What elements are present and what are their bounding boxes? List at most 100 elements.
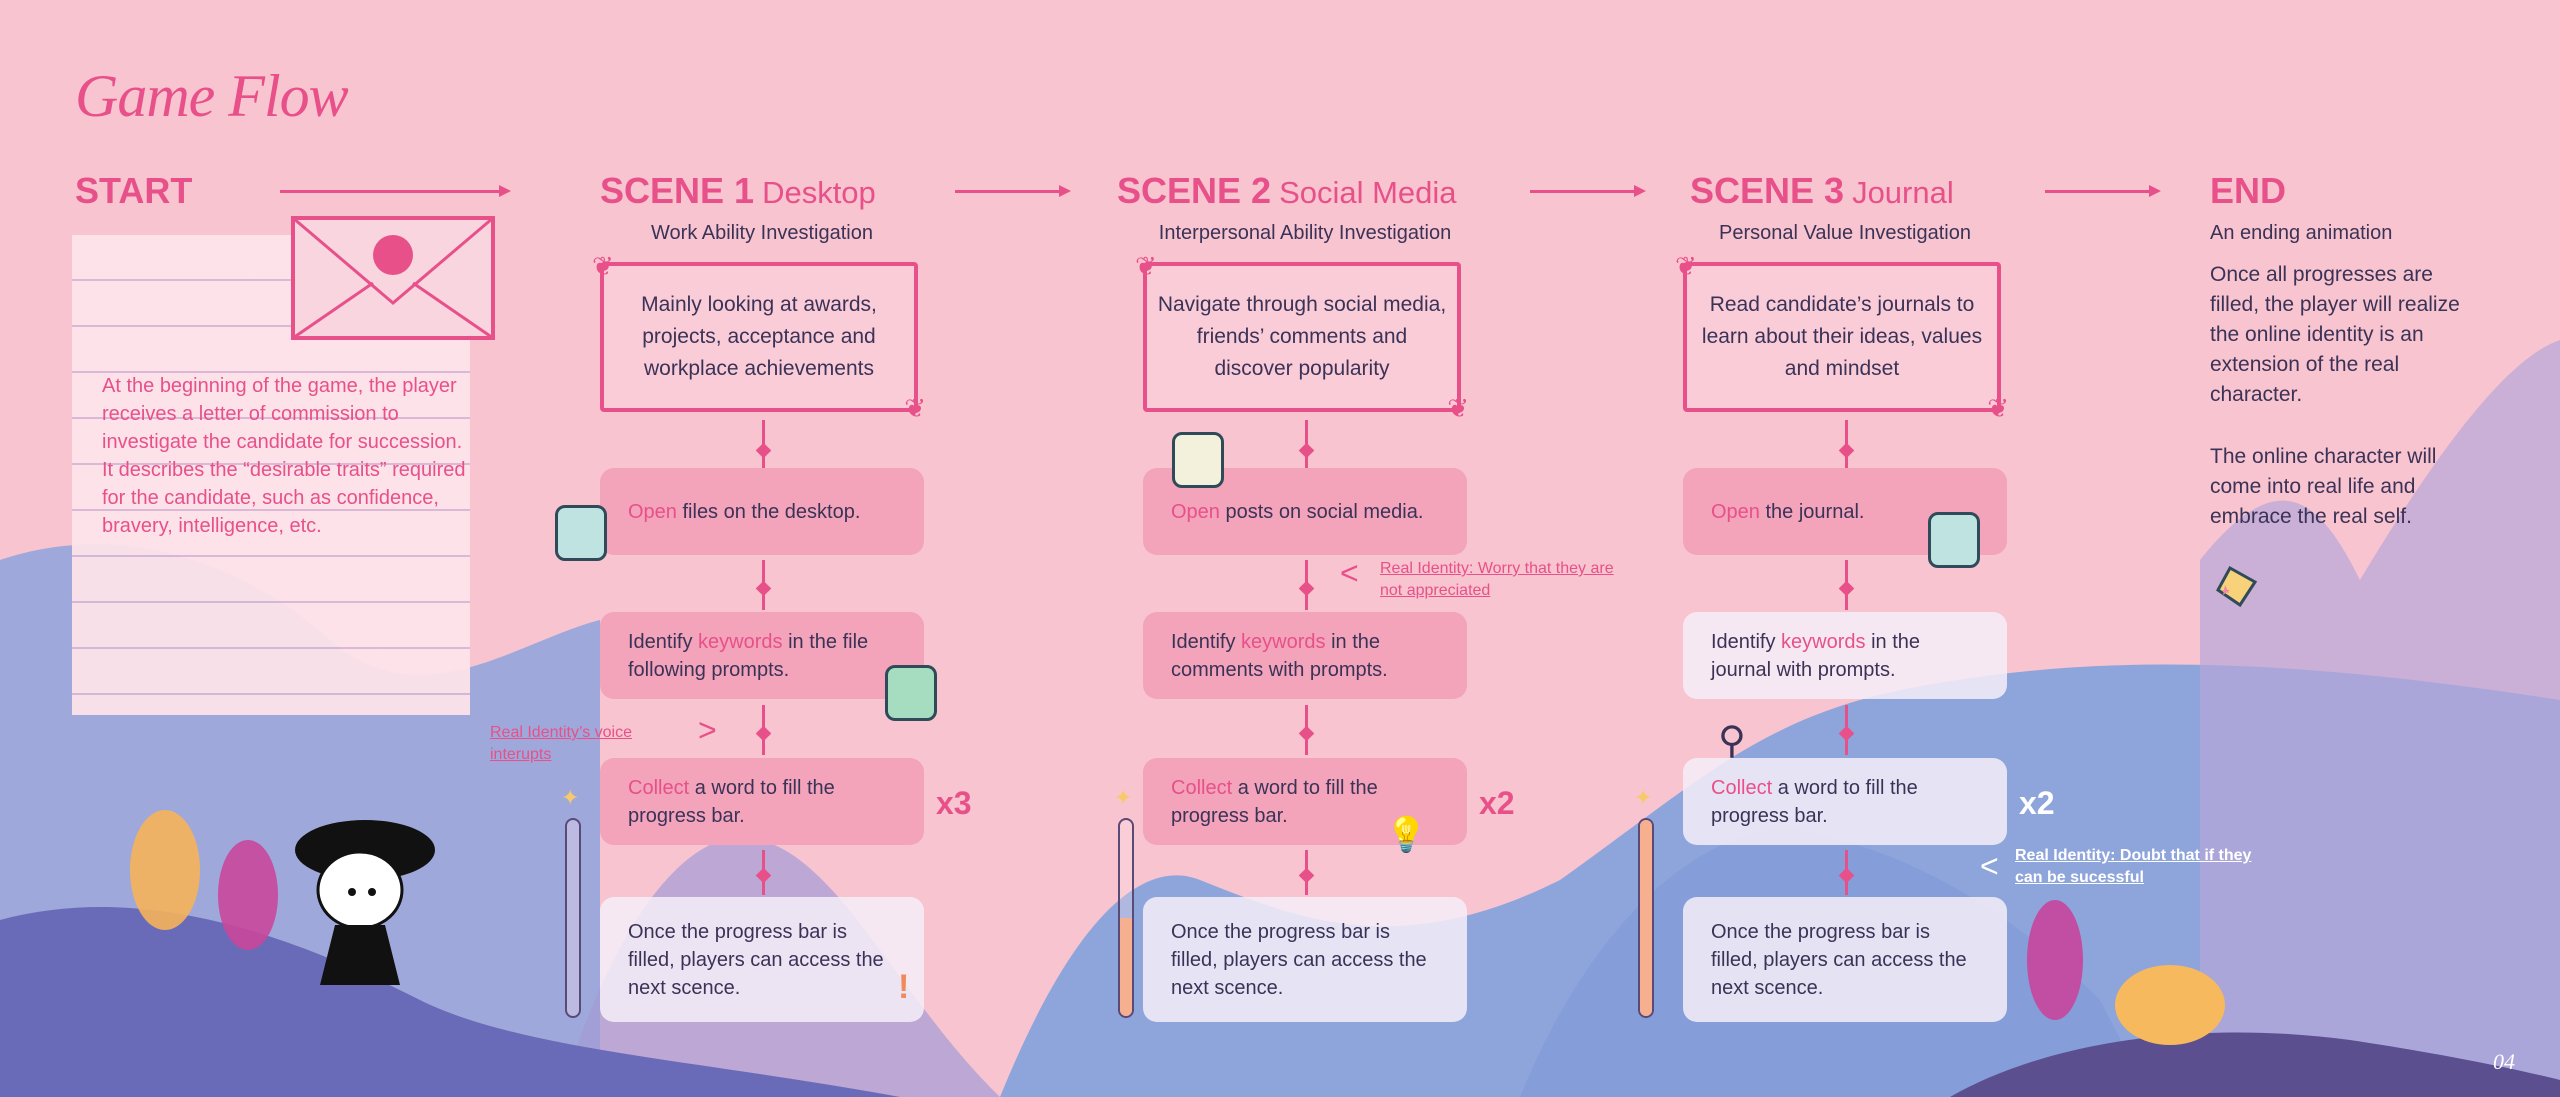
scene-name: Journal bbox=[1852, 175, 1954, 210]
step-keyword: keywords bbox=[1781, 630, 1866, 653]
end-subtitle: An ending animation bbox=[2210, 222, 2393, 244]
step-text: Identify keywords in the comments with p… bbox=[1171, 628, 1439, 684]
scene-step: Collect a word to fill the progress bar. bbox=[1143, 758, 1467, 845]
progress-bar-fill bbox=[1120, 918, 1132, 1016]
page-title: Game Flow bbox=[75, 63, 349, 129]
journal-icon bbox=[1928, 512, 1980, 568]
scene-label: SCENE 2 bbox=[1117, 170, 1272, 211]
star-hand-icon: ✦ bbox=[561, 785, 580, 810]
multiplier-badge: x2 bbox=[1479, 785, 1515, 821]
scene-step: Open files on the desktop. bbox=[600, 468, 924, 555]
chevron-left-icon: < bbox=[1340, 555, 1359, 591]
step-text: Open the journal. bbox=[1711, 498, 1864, 526]
step-keyword: Collect bbox=[628, 776, 690, 799]
step-text-part: a word to fill the progress bar. bbox=[1711, 776, 1918, 827]
step-text-part: the journal. bbox=[1759, 500, 1865, 523]
step-text: Open posts on social media. bbox=[1171, 498, 1423, 526]
step-text-part: in the comments with prompts. bbox=[1171, 630, 1388, 681]
end-paragraph-1: Once all progresses are filled, the play… bbox=[2210, 263, 2460, 406]
step-keyword: Open bbox=[1711, 500, 1760, 523]
step-text: Once the progress bar is filled, players… bbox=[1711, 918, 1979, 1002]
star-hand-icon bbox=[2216, 565, 2258, 608]
scene-summary-frame: Navigate through social media, friends’ … bbox=[1135, 250, 1469, 424]
connector-arrow bbox=[762, 420, 765, 475]
step-keyword: Open bbox=[1171, 500, 1220, 523]
scene-step: Once the progress bar is filled, players… bbox=[1143, 897, 1467, 1022]
start-heading: START bbox=[75, 170, 193, 211]
end-heading: END bbox=[2210, 170, 2287, 211]
step-text-part: Once the progress bar is filled, players… bbox=[1711, 920, 1967, 999]
scene-step: Once the progress bar is filled, players… bbox=[1683, 897, 2007, 1022]
real-identity-note: Real Identity: Doubt that if they can be… bbox=[2015, 847, 2252, 886]
scene-step: Identify keywords in the file following … bbox=[600, 612, 924, 699]
flow-arrow bbox=[1530, 185, 1646, 197]
step-text: Once the progress bar is filled, players… bbox=[628, 918, 896, 1002]
scene-subtitle: Work Ability Investigation bbox=[651, 222, 873, 244]
progress-bar-fill bbox=[1640, 820, 1652, 1016]
end-paragraph-2: The online character will come into real… bbox=[2210, 445, 2437, 528]
step-text: Identify keywords in the journal with pr… bbox=[1711, 628, 1979, 684]
compass-icon bbox=[1172, 432, 1224, 488]
scene-summary-frame: Mainly looking at awards, projects, acce… bbox=[592, 250, 926, 424]
connector-arrow bbox=[762, 560, 765, 610]
real-identity-note: Real Identity: Worry that they are not a… bbox=[1380, 560, 1614, 599]
flow-arrow bbox=[280, 185, 511, 197]
step-text-part: in the file following prompts. bbox=[628, 630, 869, 681]
step-keyword: Collect bbox=[1171, 776, 1233, 799]
step-text-part: files on the desktop. bbox=[676, 500, 861, 523]
flow-arrow bbox=[955, 185, 1071, 197]
step-text-part: Once the progress bar is filled, players… bbox=[628, 920, 884, 999]
step-keyword: Open bbox=[628, 500, 677, 523]
step-text-part: Identify bbox=[1171, 630, 1242, 653]
flow-arrow bbox=[2045, 185, 2161, 197]
scene-subtitle: Personal Value Investigation bbox=[1718, 222, 1971, 244]
scene-label: SCENE 3 bbox=[1690, 170, 1845, 211]
scene-name: Social Media bbox=[1279, 175, 1457, 210]
scene-step: Collect a word to fill the progress bar. bbox=[600, 758, 924, 845]
step-text-part: Identify bbox=[628, 630, 699, 653]
real-identity-note: Real Identity’s voice interupts bbox=[490, 724, 632, 763]
connector-arrow bbox=[1305, 560, 1308, 610]
exclamation-icon: ! bbox=[898, 968, 910, 1006]
step-text: Collect a word to fill the progress bar. bbox=[1171, 774, 1439, 830]
step-text-part: in the journal with prompts. bbox=[1711, 630, 1921, 681]
connector-arrow bbox=[1845, 850, 1848, 895]
detective-character-icon bbox=[295, 820, 435, 985]
progress-bar bbox=[1118, 818, 1134, 1018]
connector-arrow bbox=[1305, 420, 1308, 475]
multiplier-badge: x3 bbox=[936, 785, 972, 821]
progress-bar bbox=[565, 818, 581, 1018]
step-keyword: Collect bbox=[1711, 776, 1773, 799]
scene-subtitle: Interpersonal Ability Investigation bbox=[1158, 222, 1452, 244]
chevron-left-icon: < bbox=[1980, 848, 1999, 884]
step-keyword: keywords bbox=[1241, 630, 1326, 653]
scene-step: Identify keywords in the comments with p… bbox=[1143, 612, 1467, 699]
page-number: 04 bbox=[2493, 1049, 2515, 1074]
document-icon bbox=[885, 665, 937, 721]
step-text: Identify keywords in the file following … bbox=[628, 628, 896, 684]
step-text-part: Identify bbox=[1711, 630, 1782, 653]
scene-step: Once the progress bar is filled, players… bbox=[600, 897, 924, 1022]
multiplier-badge: x2 bbox=[2019, 785, 2055, 821]
progress-bar bbox=[1638, 818, 1654, 1018]
scene-label: SCENE 1 bbox=[600, 170, 755, 211]
connector-arrow bbox=[762, 705, 765, 755]
step-text-part: a word to fill the progress bar. bbox=[628, 776, 835, 827]
connector-arrow bbox=[1305, 850, 1308, 895]
step-keyword: keywords bbox=[698, 630, 783, 653]
star-hand-icon: ✦ bbox=[1634, 785, 1653, 810]
step-text: Open files on the desktop. bbox=[628, 498, 860, 526]
folder-icon bbox=[555, 505, 607, 561]
step-text: Collect a word to fill the progress bar. bbox=[1711, 774, 1979, 830]
lightbulb-icon: 💡 bbox=[1385, 816, 1428, 854]
scene-step: Collect a word to fill the progress bar. bbox=[1683, 758, 2007, 845]
step-text-part: a word to fill the progress bar. bbox=[1171, 776, 1378, 827]
step-text-part: Once the progress bar is filled, players… bbox=[1171, 920, 1427, 999]
connector-arrow bbox=[1845, 560, 1848, 610]
start-description: At the beginning of the game, the player… bbox=[102, 375, 466, 537]
connector-arrow bbox=[1845, 420, 1848, 475]
scene-step: Identify keywords in the journal with pr… bbox=[1683, 612, 2007, 699]
connector-arrow bbox=[1305, 705, 1308, 755]
